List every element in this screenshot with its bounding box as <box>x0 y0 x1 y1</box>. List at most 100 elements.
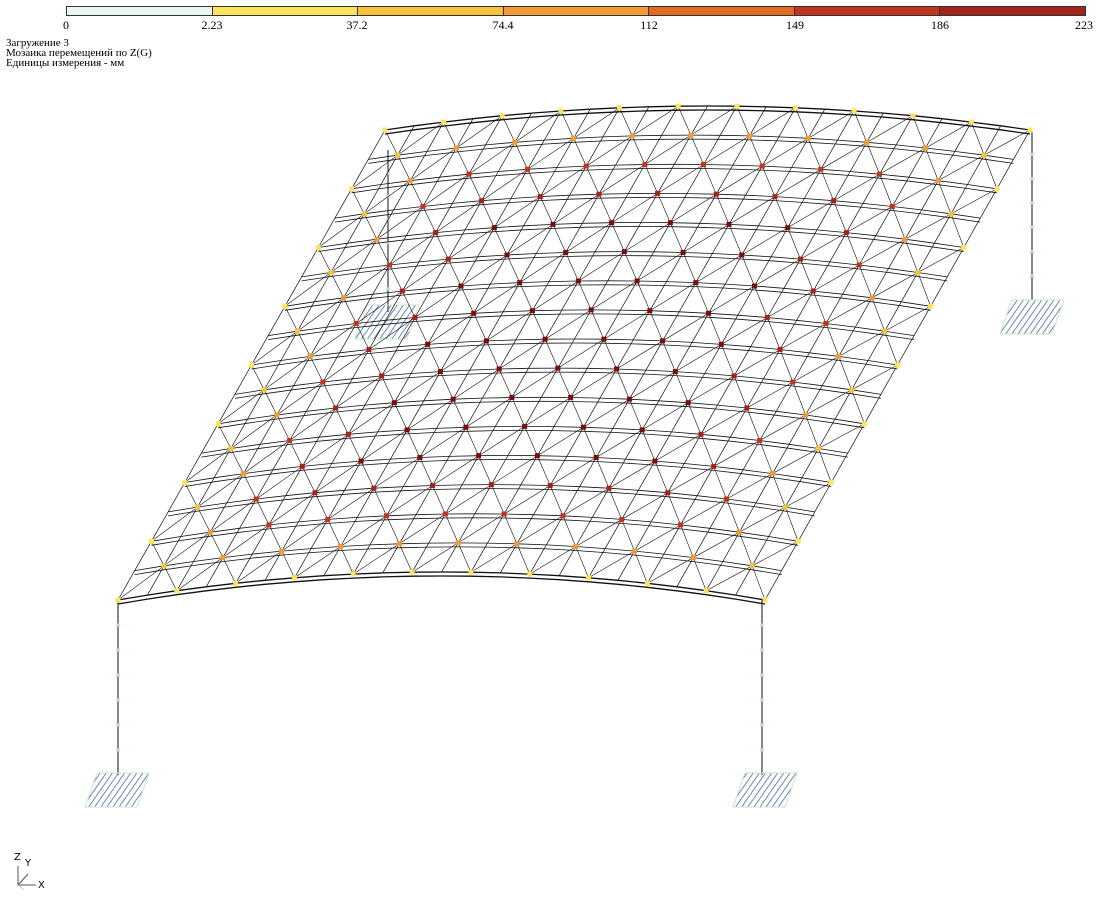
scale-tick-5: 149 <box>786 18 804 32</box>
diagonal-member <box>690 105 737 136</box>
diagonal-member <box>573 107 620 139</box>
diagonal-member <box>641 402 689 431</box>
displacement-node <box>843 230 849 236</box>
scale-segment-2 <box>358 7 504 15</box>
diagonal-member <box>381 375 395 403</box>
displacement-node <box>558 108 564 114</box>
displacement-node <box>345 431 351 437</box>
column-node <box>760 623 764 627</box>
displacement-node <box>455 540 461 546</box>
diagonal-member <box>445 513 459 543</box>
diagonal-member <box>825 297 873 324</box>
support-columns <box>116 130 1034 775</box>
diagonal-member <box>925 147 939 181</box>
axis-z-label: Z <box>14 852 21 863</box>
diagonal-member <box>494 196 541 228</box>
displacement-node <box>560 513 566 519</box>
diagonal-member <box>728 224 743 256</box>
chord-row <box>201 429 848 458</box>
diagonal-member <box>706 565 753 592</box>
diagonal-member <box>318 213 365 248</box>
displacement-node <box>621 249 627 255</box>
diagonal-member <box>309 356 324 383</box>
displacement-node <box>785 225 791 231</box>
diagonal-member <box>670 222 684 253</box>
displacement-node <box>512 139 518 145</box>
coordinate-axes-icon: Z Y X <box>8 850 48 891</box>
diagonal-member <box>812 290 827 324</box>
diagonal-member <box>690 135 704 165</box>
displacement-node <box>194 504 200 510</box>
displacement-node <box>384 513 390 519</box>
displacement-node <box>703 588 709 594</box>
diagonal-member <box>657 193 671 223</box>
displacement-node <box>828 480 834 485</box>
diagonal-member <box>721 317 768 345</box>
displacement-node <box>665 490 671 496</box>
diagonal-member <box>687 375 735 403</box>
diagonal-member <box>611 193 658 223</box>
diagonal-member <box>565 252 579 282</box>
diagonal-member <box>565 222 612 253</box>
displacement-node <box>220 555 226 561</box>
diagonal-member <box>624 222 671 252</box>
displacement-node <box>769 471 775 477</box>
diagonal-member <box>598 194 612 223</box>
displacement-node <box>325 516 331 522</box>
diagonal-member <box>838 356 852 390</box>
diagonal-member <box>481 169 528 201</box>
displacement-node <box>182 480 188 485</box>
diagonal-member <box>700 407 748 435</box>
diagonal-member <box>590 280 638 311</box>
diagonal-member <box>368 317 416 350</box>
displacement-node <box>836 353 842 359</box>
diagonal-member <box>884 305 931 332</box>
diagonal-member <box>527 138 574 170</box>
diagonal-member <box>557 368 571 398</box>
fixed-support <box>999 299 1065 335</box>
diagonal-member <box>470 543 518 573</box>
diagonal-member <box>557 338 605 369</box>
displacement-node <box>445 256 451 262</box>
diagonal-member <box>598 164 646 195</box>
displacement-node <box>583 163 589 169</box>
diagonal-member <box>703 164 717 195</box>
displacement-node <box>382 127 388 133</box>
displacement-node <box>752 283 758 289</box>
diagonal-member <box>256 466 303 500</box>
diagonal-member <box>327 487 374 520</box>
diagonal-member <box>634 551 648 584</box>
chord-column <box>617 112 884 581</box>
diagonal-member <box>397 121 444 156</box>
displacement-node <box>374 236 380 242</box>
displacement-node <box>693 280 699 286</box>
diagonal-member <box>595 457 610 489</box>
chord-row <box>168 488 815 517</box>
displacement-node <box>407 178 413 184</box>
displacement-node <box>361 211 367 217</box>
diagonal-member <box>230 414 278 449</box>
chord-column <box>264 112 532 581</box>
color-scale-bar <box>66 6 1086 16</box>
displacement-node <box>499 113 505 119</box>
column-node <box>760 673 764 677</box>
diagonal-member <box>151 506 198 542</box>
chord-row <box>368 138 1014 164</box>
diagonal-member <box>608 460 656 489</box>
diagonal-member <box>544 309 592 340</box>
diagonal-member <box>427 313 474 345</box>
chord-row <box>334 196 981 223</box>
diagonal-member <box>578 251 625 282</box>
diagonal-member <box>322 381 336 409</box>
diagonal-member <box>368 349 382 377</box>
diagonal-member <box>693 557 707 591</box>
diagonal-member <box>787 200 834 228</box>
diagonal-member <box>402 258 449 292</box>
displacement-node <box>509 394 515 400</box>
displacement-node <box>274 412 280 418</box>
displacement-node <box>713 191 719 197</box>
displacement-node <box>253 496 259 502</box>
diagonal-member <box>767 290 814 318</box>
diagonal-member <box>983 129 1031 156</box>
displacement-node <box>961 245 967 250</box>
